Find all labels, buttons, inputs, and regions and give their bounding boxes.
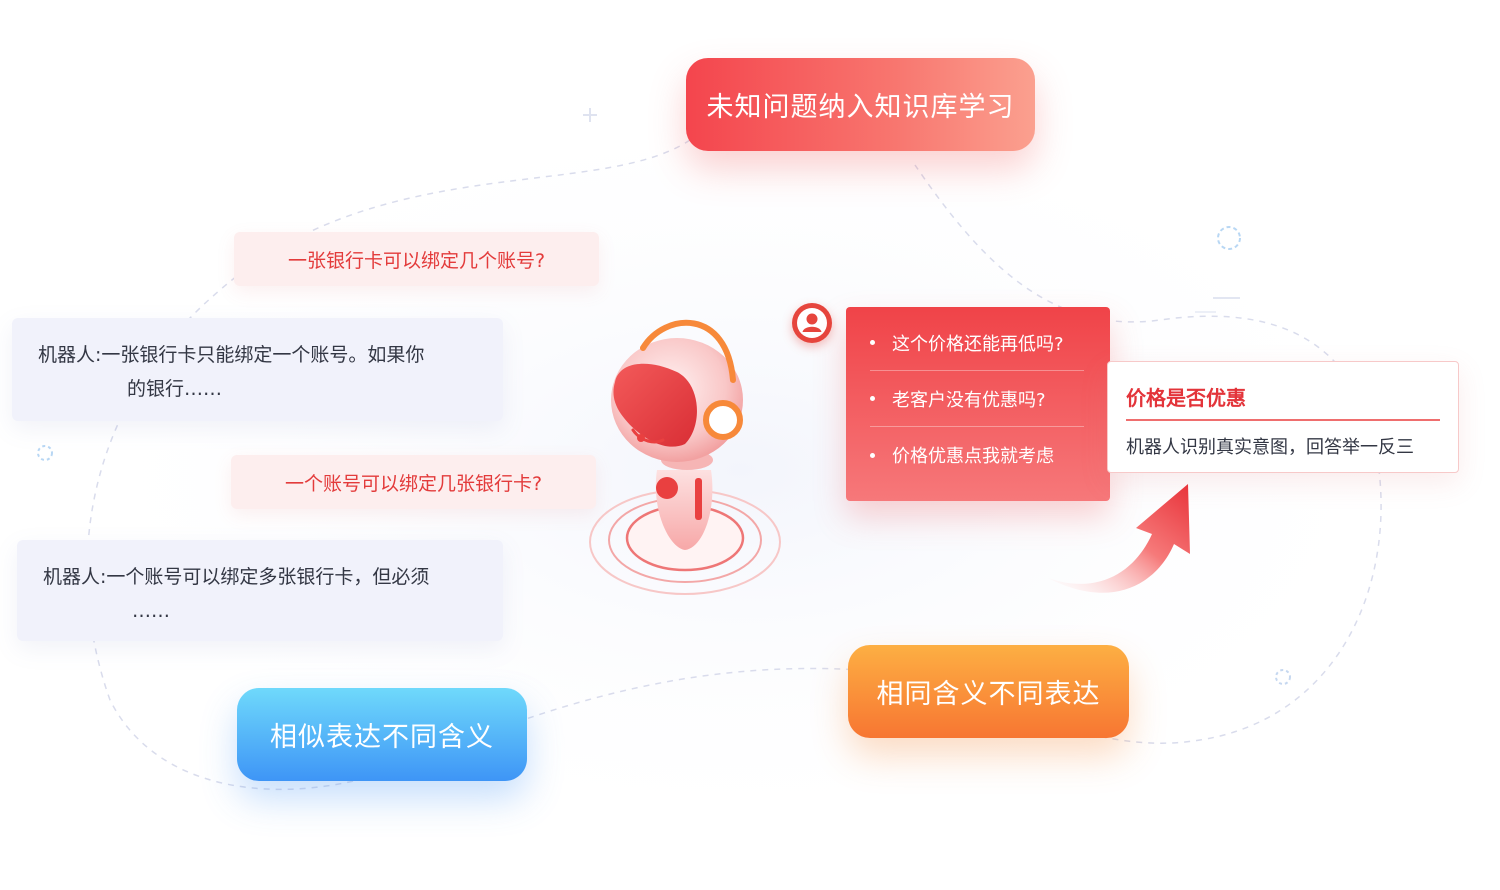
intent-title: 价格是否优惠 xyxy=(1126,382,1440,421)
bullet-icon xyxy=(870,340,875,345)
question-bubble-2: 一个账号可以绑定几张银行卡? xyxy=(231,455,596,509)
curved-up-arrow-icon xyxy=(1048,484,1190,593)
list-item-text: 老客户没有优惠吗? xyxy=(892,389,1046,411)
unknown-questions-node: 未知问题纳入知识库学习 xyxy=(686,58,1035,151)
bullet-icon xyxy=(870,452,875,458)
robot-headset-illustration xyxy=(589,319,781,595)
dashed-orbit-path xyxy=(86,139,1382,791)
robot-answer-2: 机器人:一个账号可以绑定多张银行卡，但必须 …… xyxy=(17,540,503,641)
robot-answer-1: 机器人:一张银行卡只能绑定一个账号。如果你 的银行…… xyxy=(12,318,503,421)
list-item-text: 这个价格还能再低吗? xyxy=(892,333,1064,355)
same-meaning-node: 相同含义不同表达 xyxy=(848,645,1129,738)
intent-description: 机器人识别真实意图，回答举一反三 xyxy=(1126,437,1414,458)
user-questions-panel: 这个价格还能再低吗? 老客户没有优惠吗? 价格优惠点我就考虑 xyxy=(846,307,1110,501)
question-bubble-1: 一张银行卡可以绑定几个账号? xyxy=(234,232,599,286)
answer-line-2: …… xyxy=(132,600,170,622)
similar-expression-node: 相似表达不同含义 xyxy=(237,688,527,781)
plus-decoration xyxy=(583,108,597,122)
small-ring-decoration-right xyxy=(1275,669,1291,685)
user-avatar-icon xyxy=(792,303,832,343)
list-item-text: 价格优惠点我就考虑 xyxy=(892,446,1054,467)
answer-speaker: 机器人: xyxy=(43,566,107,588)
list-item: 价格优惠点我就考虑 xyxy=(870,427,1084,483)
small-ring-decoration-left xyxy=(37,445,53,461)
answer-line-2: 的银行…… xyxy=(127,378,223,400)
list-item: 这个价格还能再低吗? xyxy=(870,315,1084,371)
answer-line-1: 一张银行卡只能绑定一个账号。如果你 xyxy=(101,344,425,366)
small-ring-decoration xyxy=(1217,226,1241,250)
bullet-icon xyxy=(870,396,875,401)
answer-line-1: 一个账号可以绑定多张银行卡，但必须 xyxy=(106,566,430,588)
answer-speaker: 机器人: xyxy=(38,344,102,366)
user-silhouette-icon xyxy=(797,308,827,338)
intent-result-card: 价格是否优惠 机器人识别真实意图，回答举一反三 xyxy=(1107,361,1459,473)
list-item: 老客户没有优惠吗? xyxy=(870,371,1084,427)
